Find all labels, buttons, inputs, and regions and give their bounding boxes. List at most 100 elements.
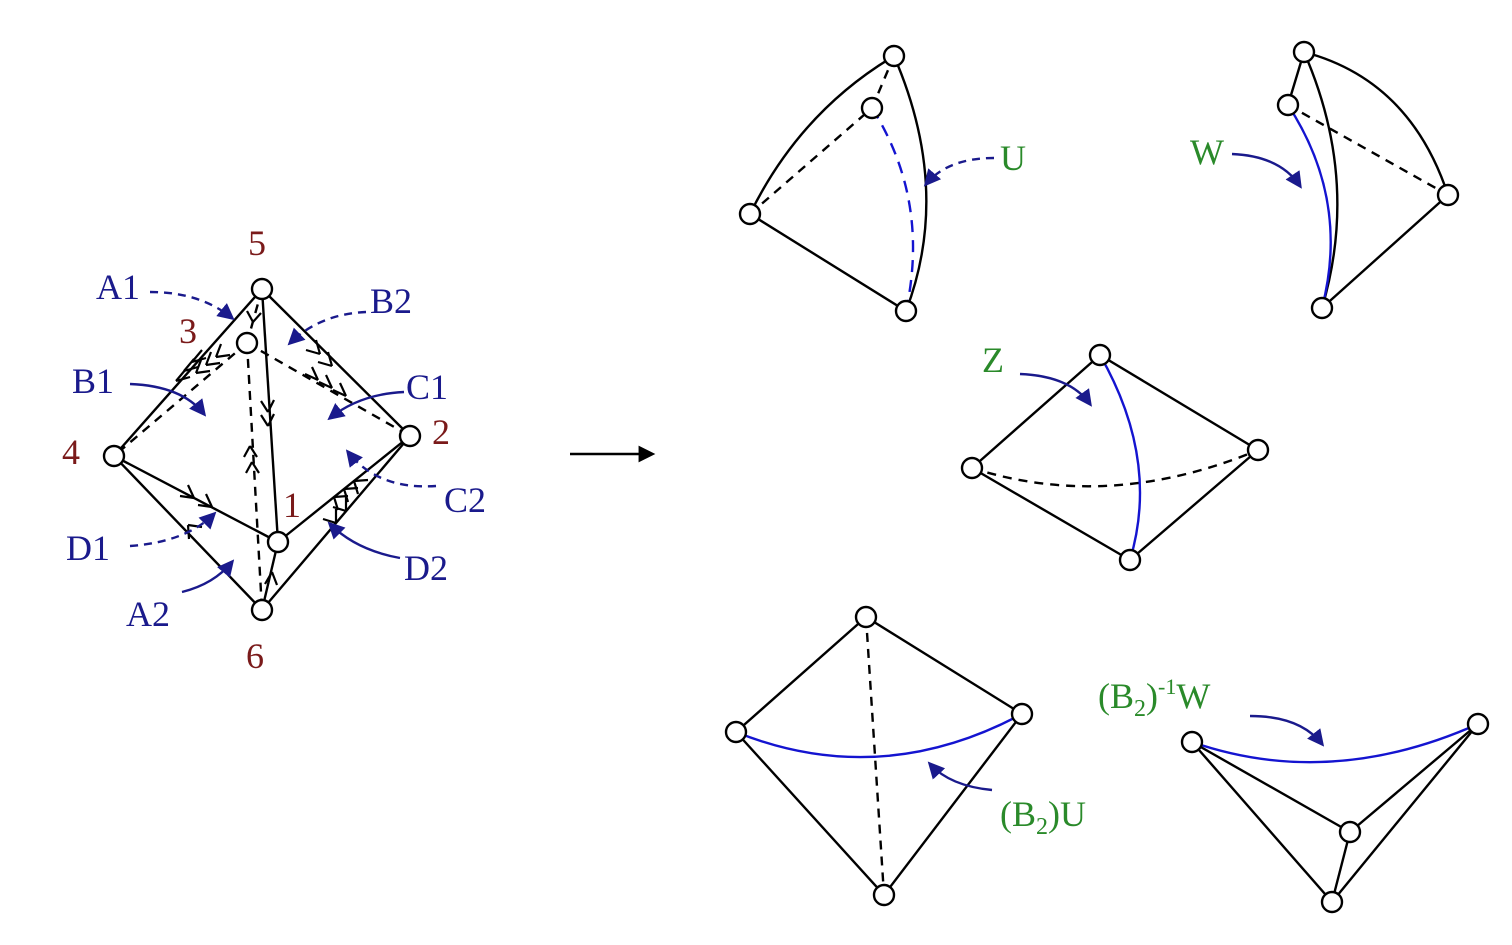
piece-z: Z	[960, 340, 1270, 572]
chevron-single-1-6	[264, 571, 279, 586]
piece-z-vertex-bottom	[1118, 548, 1142, 572]
piece-b2u-edge-dash	[864, 616, 886, 896]
vertex-4	[102, 444, 126, 468]
piece-b2u-blue-edge	[735, 712, 1023, 759]
arrow-b1	[129, 382, 207, 417]
piece-w-vertex-bottom	[1310, 296, 1334, 320]
piece-label-b2u: (B2)U	[1000, 794, 1086, 840]
vertex-label-5: 5	[248, 223, 266, 263]
piece-z-vertex-top	[1088, 343, 1112, 367]
edge-5-1	[260, 288, 280, 543]
face-label-c1: C1	[406, 367, 448, 407]
vertex-label-2: 2	[432, 412, 450, 452]
chevron-double-5-1	[260, 399, 275, 427]
piece-b2w-edge-e	[1330, 831, 1352, 903]
piece-z-vertex-right	[1246, 438, 1270, 462]
face-label-d2: D2	[404, 548, 448, 588]
piece-z-edge-a	[971, 354, 1101, 469]
piece-b2u-vertex-top	[854, 605, 878, 629]
arrow-u	[923, 156, 995, 187]
face-label-a2: A2	[126, 594, 170, 634]
piece-u-edge-bottom	[749, 212, 907, 313]
chevron-single-5-3	[246, 310, 262, 323]
chevron-triple-5-4	[175, 349, 207, 383]
piece-u-vertex-top	[882, 44, 906, 68]
piece-b2u-vertex-bottom	[872, 883, 896, 907]
arrow-b2u	[927, 761, 993, 792]
face-label-a1: A1	[96, 267, 140, 307]
piece-b2u-edge-c	[735, 731, 885, 896]
piece-u-edge-curve	[748, 54, 895, 215]
piece-b2w-edge-d	[1331, 723, 1479, 903]
b2w-superscript: -1	[1158, 674, 1176, 699]
b2w-close: )	[1146, 676, 1158, 716]
face-label-b1: B1	[72, 361, 114, 401]
piece-z-vertex-left	[960, 456, 984, 480]
vertex-label-3: 3	[179, 311, 197, 351]
arrow-z	[1019, 372, 1092, 407]
piece-z-edge-dash	[971, 448, 1259, 488]
b2w-subscript: 2	[1134, 696, 1146, 722]
piece-w-edge-dash	[1287, 103, 1449, 197]
chevron-double-4-1	[179, 484, 213, 509]
b2w-open: (B	[1098, 676, 1134, 716]
piece-b2w-edge-c	[1349, 723, 1479, 833]
chevron-double-5-2	[305, 339, 334, 368]
face-label-d1: D1	[66, 528, 110, 568]
piece-w-vertex-right	[1436, 183, 1460, 207]
piece-b2u: (B2)U	[724, 605, 1086, 907]
arrow-b2	[287, 310, 367, 346]
chevron-triple-3-4	[194, 343, 231, 375]
vertex-6	[250, 598, 274, 622]
arrow-a1	[149, 290, 235, 321]
arrow-c1	[327, 390, 405, 421]
piece-b2u-edge-a	[735, 616, 867, 733]
piece-w-edge-bottom	[1321, 194, 1449, 309]
piece-b2inv-w: (B2)-1W	[1098, 674, 1490, 914]
piece-w-edge-top	[1303, 50, 1450, 196]
piece-b2w-edge-b	[1191, 741, 1333, 903]
piece-u-vertex-left	[738, 202, 762, 226]
edge-3-6	[245, 342, 264, 611]
piece-u: U	[738, 44, 1026, 323]
vertex-label-4: 4	[62, 432, 80, 472]
piece-u-edge-right	[892, 55, 928, 312]
piece-z-blue-edge	[1098, 354, 1142, 561]
piece-z-edge-d	[1129, 449, 1259, 561]
piece-b2w-blue-edge	[1191, 722, 1479, 764]
piece-u-vertex-inner	[860, 96, 884, 120]
arrow-b2w	[1249, 714, 1325, 747]
piece-z-edge-c	[971, 466, 1131, 562]
piece-label-b2w: (B2)-1W	[1098, 674, 1210, 722]
piece-b2u-vertex-right	[1010, 702, 1034, 726]
octahedron: 5 3 4 2 1 6 A1 B2 B1 C1 C2 D1 D2 A2	[62, 223, 486, 676]
piece-b2u-vertex-left	[724, 720, 748, 744]
piece-w-vertex-left	[1276, 93, 1300, 117]
edge-4-1	[113, 454, 279, 544]
vertex-label-1: 1	[283, 485, 301, 525]
chevron-double-2-6	[322, 497, 348, 525]
face-label-b2: B2	[370, 281, 412, 321]
piece-label-u: U	[1000, 138, 1026, 178]
b2u-close: )U	[1048, 794, 1086, 834]
piece-b2w-vertex-bottom	[1320, 890, 1344, 914]
edge-3-4	[113, 342, 248, 457]
chevron-triple-2-1	[332, 478, 369, 511]
chevron-double-3-6	[243, 445, 260, 474]
b2u-open: (B	[1000, 794, 1036, 834]
edge-5-4	[113, 288, 263, 457]
piece-w: W	[1190, 40, 1460, 320]
piece-b2w-edge-a	[1191, 740, 1351, 834]
piece-z-edge-b	[1099, 353, 1259, 452]
piece-b2w-vertex-left	[1180, 730, 1204, 754]
vertex-1	[266, 530, 290, 554]
arrow-c2	[345, 449, 437, 488]
piece-w-edge-middle	[1302, 51, 1339, 309]
vertex-label-6: 6	[246, 636, 264, 676]
chevron-triple-3-2	[304, 366, 347, 397]
edge-5-2	[261, 288, 411, 437]
piece-w-blue-edge	[1286, 104, 1332, 309]
edge-chevrons	[175, 310, 369, 586]
